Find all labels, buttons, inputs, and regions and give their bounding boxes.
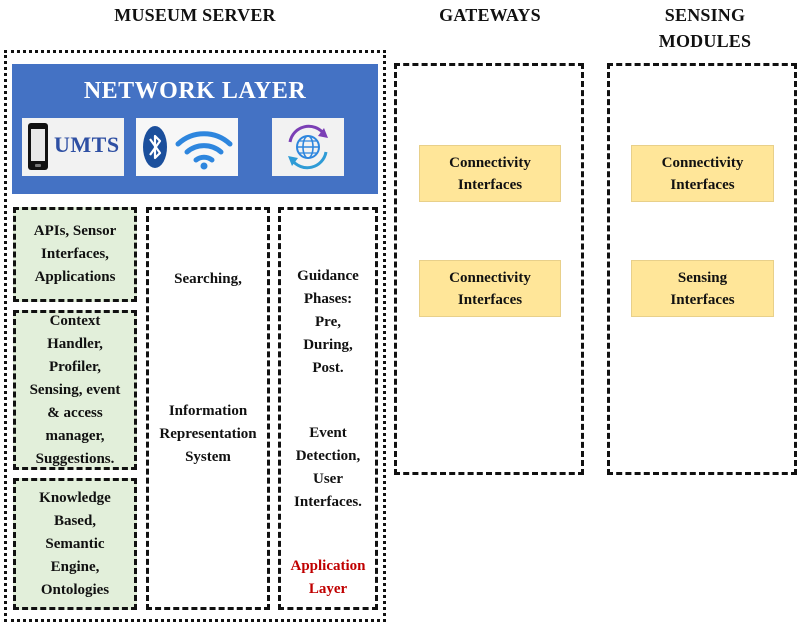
sensing-box1-line1: Connectivity <box>661 154 744 171</box>
event-line3: User <box>313 471 343 487</box>
gateway-box2-line2: Interfaces <box>457 291 523 308</box>
network-layer-panel: NETWORK LAYER UMTS <box>12 64 378 194</box>
context-line7: Suggestions. <box>35 450 115 467</box>
sensing-box1-line2: Interfaces <box>670 176 735 193</box>
guidance-line4: During, <box>303 337 353 353</box>
network-layer-title: NETWORK LAYER <box>83 78 307 104</box>
guidance-line3: Pre, <box>315 314 341 330</box>
event-line2: Detection, <box>295 448 361 464</box>
context-line3: Profiler, <box>48 358 102 375</box>
sensing-box2-line1: Sensing <box>677 269 728 286</box>
sensing-modules-header: SENSING MODULES <box>620 2 790 54</box>
application-layer-label: Application Layer <box>281 555 375 601</box>
sensing-modules-header-line2: MODULES <box>658 31 752 51</box>
apis-line3: Applications <box>34 269 116 285</box>
context-line6: manager, <box>45 427 105 444</box>
context-handler-box: Context Handler, Profiler, Sensing, even… <box>13 310 137 470</box>
context-line1: Context <box>49 312 101 329</box>
app-line1: Application <box>290 558 366 574</box>
gateway-connectivity-interfaces-2: Connectivity Interfaces <box>419 260 561 317</box>
apis-line1: APIs, Sensor <box>33 223 117 239</box>
mobile-phone-icon <box>28 123 48 170</box>
globe-icon-group <box>272 118 344 176</box>
knowledge-line5: Ontologies <box>40 581 110 598</box>
information-representation-box: Searching, Information Representation Sy… <box>146 207 270 610</box>
wifi-icon <box>175 131 233 170</box>
gateway-box2-line1: Connectivity <box>449 269 531 286</box>
sensing-modules-frame <box>607 63 797 475</box>
sensing-modules-header-line1: SENSING <box>664 5 746 25</box>
application-layer-box: Guidance Phases: Pre, During, Post. Even… <box>278 207 378 610</box>
context-line2: Handler, <box>47 335 103 352</box>
gateway-connectivity-interfaces-1: Connectivity Interfaces <box>419 145 561 202</box>
wireless-icon-group <box>136 118 238 176</box>
searching-label: Searching, <box>174 271 242 287</box>
bluetooth-icon <box>143 126 167 168</box>
app-line2: Layer <box>308 581 348 597</box>
globe-sync-icon <box>288 124 328 170</box>
knowledge-line3: Semantic <box>45 535 105 552</box>
gateways-frame <box>394 63 584 475</box>
info-line2: Representation <box>159 426 257 442</box>
gateway-box1-line2: Interfaces <box>457 176 523 193</box>
gateways-header: GATEWAYS <box>439 5 541 25</box>
knowledge-line1: Knowledge <box>39 489 111 506</box>
sensing-box2-line2: Interfaces <box>670 291 735 308</box>
event-line4: Interfaces. <box>294 494 362 510</box>
guidance-line1: Guidance <box>297 268 359 284</box>
guidance-phases-label: Guidance Phases: Pre, During, Post. <box>281 265 375 380</box>
context-line4: Sensing, event <box>29 381 121 398</box>
guidance-line5: Post. <box>312 360 344 376</box>
information-representation-label: Information Representation System <box>149 400 267 469</box>
event-detection-label: Event Detection, User Interfaces. <box>281 422 375 514</box>
info-line3: System <box>185 449 231 465</box>
event-line1: Event <box>309 425 347 441</box>
apis-line2: Interfaces, <box>41 246 109 262</box>
context-line5: & access <box>47 404 103 421</box>
sensing-interfaces-box: Sensing Interfaces <box>631 260 774 317</box>
umts-icon-group: UMTS <box>22 118 124 176</box>
gateway-box1-line1: Connectivity <box>449 154 531 171</box>
apis-sensor-interfaces-box: APIs, Sensor Interfaces, Applications <box>13 207 137 302</box>
museum-server-frame <box>4 50 386 622</box>
info-line1: Information <box>168 403 248 419</box>
umts-label: UMTS <box>54 132 120 157</box>
knowledge-based-box: Knowledge Based, Semantic Engine, Ontolo… <box>13 478 137 610</box>
knowledge-line4: Engine, <box>50 558 100 575</box>
sensing-connectivity-interfaces: Connectivity Interfaces <box>631 145 774 202</box>
guidance-line2: Phases: <box>303 291 353 307</box>
knowledge-line2: Based, <box>53 512 97 529</box>
museum-server-header: MUSEUM SERVER <box>114 5 276 25</box>
